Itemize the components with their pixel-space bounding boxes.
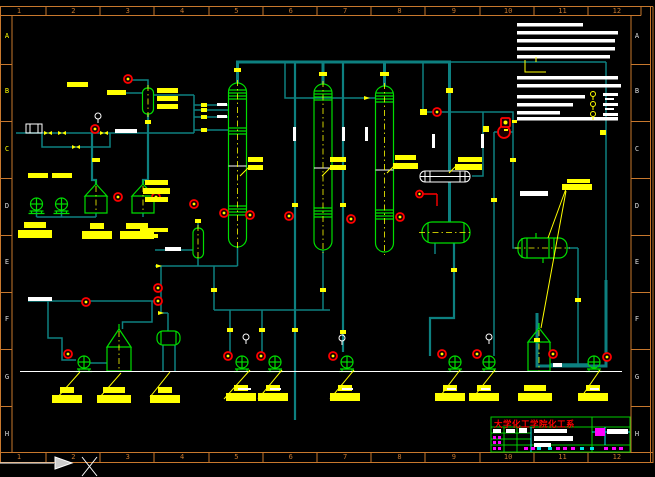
grid-label: B: [630, 88, 644, 95]
grid-label: A: [0, 33, 14, 40]
grid-label: C: [630, 146, 644, 153]
grid-label: 3: [121, 454, 135, 461]
grid-label: G: [0, 374, 14, 381]
grid-label: 11: [556, 8, 570, 15]
title-block-organization: 大学化工学院化工系: [494, 418, 590, 430]
grid-label: 4: [175, 8, 189, 15]
distillation-column-2: [314, 81, 332, 253]
overhead-condenser: [420, 171, 470, 182]
grid-label: 9: [447, 454, 461, 461]
cone-roof-tank-4: [528, 323, 550, 371]
grid-label: 10: [501, 8, 515, 15]
grid-label: 6: [284, 454, 298, 461]
close-x-icon: [82, 457, 97, 476]
grid-label: 1: [12, 454, 26, 461]
grid-label: 3: [121, 8, 135, 15]
grid-label: G: [630, 374, 644, 381]
knockout-vessel: [193, 225, 204, 261]
reflux-drum: [419, 222, 473, 243]
cone-roof-tank-3: [107, 324, 131, 371]
grid-label: 6: [284, 8, 298, 15]
legend-symbol-line: [525, 57, 546, 72]
grid-label: A: [630, 33, 644, 40]
pump-group: [29, 198, 603, 372]
grid-label: 2: [66, 8, 80, 15]
feed-strainer: [26, 124, 42, 133]
grid-label: 11: [556, 454, 570, 461]
grid-label: D: [0, 203, 14, 210]
grid-label: 8: [392, 8, 406, 15]
grid-label: D: [630, 203, 644, 210]
grid-label: 7: [338, 8, 352, 15]
grid-label: B: [0, 88, 14, 95]
grid-label: 7: [338, 454, 352, 461]
legend-valve-symbols: [591, 92, 619, 121]
notes-block: [501, 23, 621, 131]
grid-label: 12: [610, 8, 624, 15]
shell-tube-exchanger-1: [515, 233, 570, 263]
grid-label: H: [630, 431, 644, 438]
grid-label: 8: [392, 454, 406, 461]
grid-label: 9: [447, 8, 461, 15]
grid-label: 5: [229, 454, 243, 461]
cone-roof-tank-1: [85, 180, 107, 213]
foundations: [18, 222, 608, 403]
flash-drum-vessel: [143, 85, 154, 117]
grid-label: 12: [610, 454, 624, 461]
grid-label: E: [630, 259, 644, 266]
grid-label: E: [0, 259, 14, 266]
grid-label: C: [0, 146, 14, 153]
grid-label: H: [0, 431, 14, 438]
grid-label: F: [630, 316, 644, 323]
red-drain-line: [416, 191, 437, 207]
grid-label: 4: [175, 454, 189, 461]
shell-tube-exchanger-2: [157, 331, 180, 345]
grid-label: F: [0, 316, 14, 323]
grid-label: 10: [501, 454, 515, 461]
grid-label: 5: [229, 8, 243, 15]
grid-label: 2: [66, 454, 80, 461]
process-piping: [16, 62, 606, 420]
distillation-column-1: [229, 80, 247, 250]
grid-label: 1: [12, 8, 26, 15]
